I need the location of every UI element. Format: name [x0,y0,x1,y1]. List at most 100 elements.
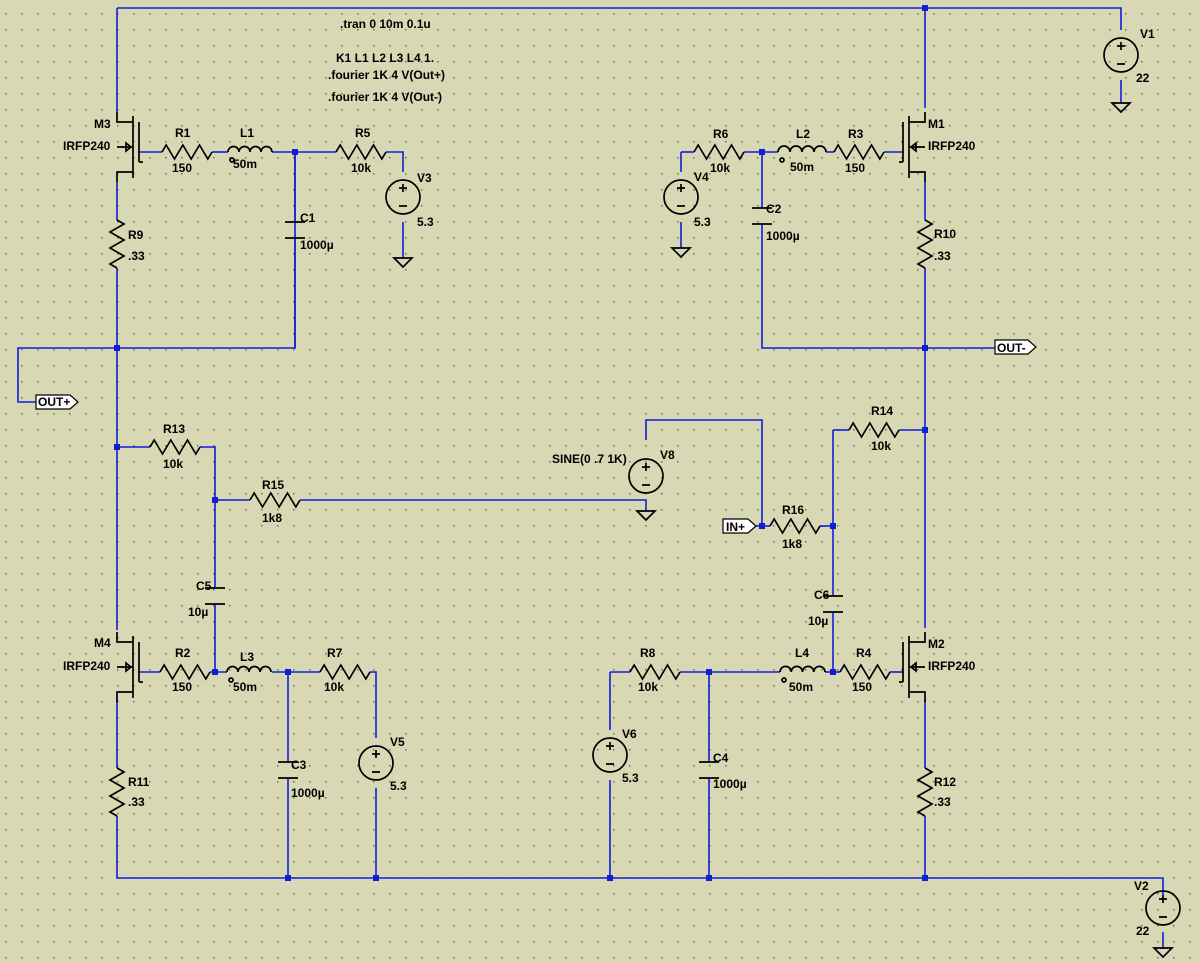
C5-value: 10µ [188,605,208,619]
R8-symbol[interactable] [629,663,681,681]
V4-symbol[interactable] [663,179,699,215]
M4-symbol[interactable] [116,632,143,702]
junction-dot [830,669,836,675]
junction-dot [922,5,928,11]
V2-name: V2 [1134,879,1149,893]
R9-symbol[interactable] [108,219,126,269]
junction-dot [922,427,928,433]
V3-name: V3 [417,171,432,185]
M1-name: M1 [928,117,945,131]
junction-dot [830,523,836,529]
R13-name: R13 [163,422,185,436]
port-out-plus[interactable]: OUT+ [35,394,79,410]
directive-fourier-out-minus: .fourier 1K 4 V(Out-) [328,90,442,104]
L3-value: 50m [233,680,257,694]
M1-symbol[interactable] [899,112,926,182]
R11-symbol[interactable] [108,767,126,817]
V8-symbol[interactable] [628,458,664,494]
R15-value: 1k8 [262,511,282,525]
V4-value: 5.3 [694,215,711,229]
C5-symbol[interactable] [205,587,225,605]
R8-name: R8 [640,646,656,660]
R2-symbol[interactable] [159,663,211,681]
V2-symbol[interactable] [1145,890,1181,926]
svg-text:OUT+: OUT+ [38,395,70,409]
R14-name: R14 [871,404,893,418]
M2-symbol[interactable] [899,632,926,702]
C1-value: 1000µ [300,238,334,252]
R9-name: R9 [128,228,144,242]
port-out-minus[interactable]: OUT- [994,339,1037,355]
R13-symbol[interactable] [149,438,201,456]
junction-dot [706,669,712,675]
R4-value: 150 [852,680,872,694]
R15-symbol[interactable] [249,491,301,509]
svg-text:OUT-: OUT- [997,341,1026,355]
directive-coupling: K1 L1 L2 L3 L4 1. [336,51,434,65]
L2-symbol[interactable] [777,145,827,163]
R10-value: .33 [934,249,951,263]
junction-dot [922,345,928,351]
R5-symbol[interactable] [335,143,387,161]
R4-symbol[interactable] [839,663,891,681]
C2-value: 1000µ [766,229,800,243]
L1-symbol[interactable] [227,145,273,163]
components [108,37,1181,959]
R7-value: 10k [324,680,344,694]
wire [200,446,216,500]
C5-name: C5 [196,579,212,593]
R7-symbol[interactable] [319,663,371,681]
wires [17,7,1164,948]
M3-value: IRFP240 [63,139,111,153]
C2-symbol[interactable] [752,207,772,225]
R3-symbol[interactable] [833,143,885,161]
R3-name: R3 [848,127,864,141]
L1-name: L1 [240,126,254,140]
R1-value: 150 [172,161,192,175]
junction-dot [212,669,218,675]
L4-value: 50m [789,680,813,694]
R6-value: 10k [710,161,730,175]
C4-symbol[interactable] [699,761,719,779]
L4-symbol[interactable] [779,665,826,683]
R12-symbol[interactable] [916,767,934,817]
junction-dot [706,875,712,881]
C1-symbol[interactable] [285,221,305,239]
R2-value: 150 [172,680,192,694]
V8-value: SINE(0 .7 1K) [552,452,627,466]
R10-symbol[interactable] [916,219,934,269]
wire [761,224,995,349]
L4-name: L4 [795,646,809,660]
R16-symbol[interactable] [769,517,821,535]
V8-name: V8 [660,448,675,462]
C6-symbol[interactable] [823,595,843,613]
V5-symbol[interactable] [358,745,394,781]
R14-symbol[interactable] [848,421,900,439]
R12-value: .33 [934,795,951,809]
M4-value: IRFP240 [63,659,111,673]
R15-name: R15 [262,478,284,492]
V1-symbol[interactable] [1103,37,1139,73]
C3-value: 1000µ [291,786,325,800]
M4-name: M4 [94,636,111,650]
R1-symbol[interactable] [161,143,213,161]
port-in-plus[interactable]: IN+ [722,518,757,534]
M3-name: M3 [94,117,111,131]
V5-name: V5 [390,735,405,749]
L3-symbol[interactable] [226,665,272,683]
junction-dot [922,875,928,881]
R13-value: 10k [163,457,183,471]
wire [386,151,404,172]
junctions [114,5,928,881]
C1-name: C1 [300,211,316,225]
M3-symbol[interactable] [116,112,143,182]
V3-symbol[interactable] [385,179,421,215]
component-labels: M3 IRFP240 M1 IRFP240 M4 IRFP240 M2 IRFP… [63,27,1155,938]
V6-symbol[interactable] [592,737,628,773]
V5-value: 5.3 [390,779,407,793]
C3-symbol[interactable] [278,761,298,779]
M2-value: IRFP240 [928,659,976,673]
ground-symbol [1151,947,1175,959]
R6-symbol[interactable] [693,143,745,161]
